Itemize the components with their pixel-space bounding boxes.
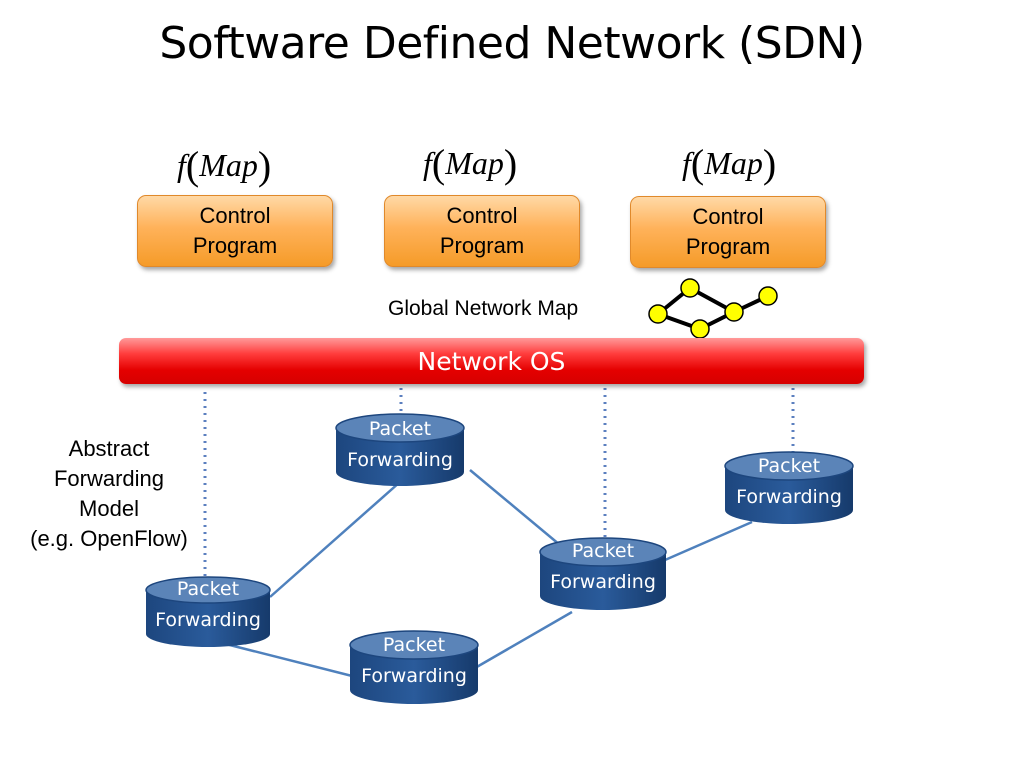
map-node [758, 286, 778, 306]
map-node [680, 278, 700, 298]
map-node [724, 302, 744, 322]
abstract-forwarding-model-label: Abstract Forwarding Model (e.g. OpenFlow… [30, 436, 188, 551]
function-label: f(Map) [177, 143, 272, 188]
global-network-map-label: Global Network Map [388, 297, 579, 320]
switch-cylinder [145, 576, 271, 647]
function-label: f(Map) [423, 141, 518, 186]
switch-cylinder [335, 413, 465, 486]
global-network-map-graph [648, 278, 778, 339]
map-node [690, 319, 710, 339]
switch-cylinder [724, 451, 854, 524]
slide-title: Software Defined Network (SDN) [159, 18, 865, 69]
function-label: f(Map) [682, 141, 777, 186]
network-os-bar: Network OS [119, 338, 864, 384]
forwarding-element-shapes [145, 413, 854, 704]
openflow-dotted-links [203, 388, 795, 585]
map-node [648, 304, 668, 324]
switch-cylinder [349, 630, 479, 704]
switch-cylinder [539, 537, 667, 610]
data-plane-links [209, 469, 753, 680]
